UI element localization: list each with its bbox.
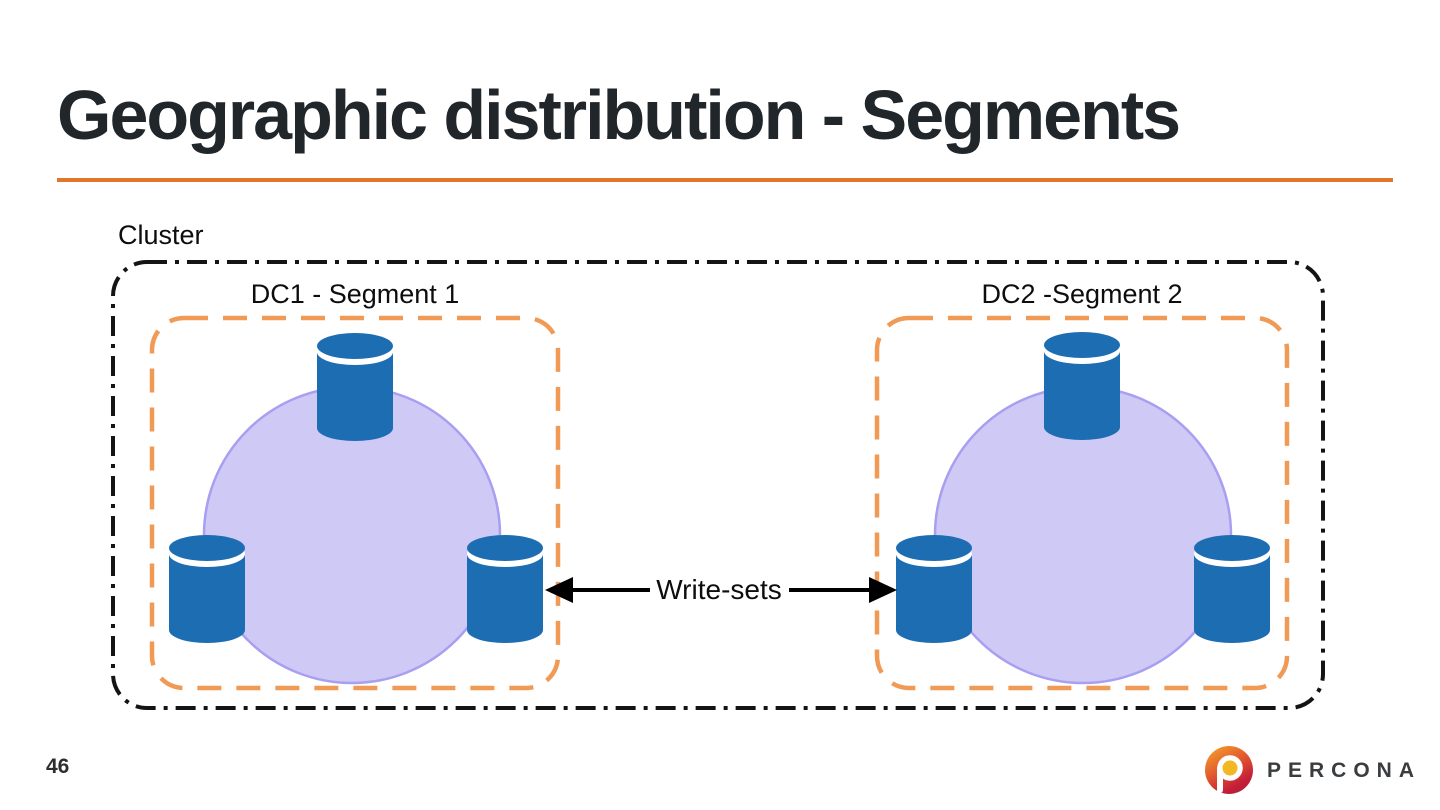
write-sets-label-background xyxy=(650,571,789,609)
page-number: 46 xyxy=(46,755,70,778)
cluster-border xyxy=(111,260,1325,710)
arrowhead-left-icon xyxy=(545,577,573,603)
arrowhead-right-icon xyxy=(869,577,897,603)
write-sets-label: Write-sets xyxy=(656,574,782,605)
segment-dc2-border xyxy=(874,315,1290,691)
segment-dc2-label: DC2 -Segment 2 xyxy=(981,279,1182,309)
db-node-icon xyxy=(467,535,543,643)
db-node-icon xyxy=(317,333,393,441)
percona-logo: PERCONA xyxy=(1204,745,1421,797)
db-node-icon xyxy=(1194,535,1270,643)
db-node-icon xyxy=(896,535,972,643)
db-node-icon xyxy=(169,535,245,643)
segment-dc1-border xyxy=(149,315,561,691)
segment-dc2: DC2 -Segment 2 xyxy=(874,279,1290,691)
percona-logo-icon xyxy=(1205,746,1253,794)
segment-dc1-label: DC1 - Segment 1 xyxy=(251,279,460,309)
db-node-icon xyxy=(1044,332,1120,440)
segment-dc1: DC1 - Segment 1 xyxy=(149,279,561,691)
slide-title: Geographic distribution - Segments xyxy=(57,76,1181,154)
percona-logo-text: PERCONA xyxy=(1267,759,1422,782)
title-underline xyxy=(57,178,1393,182)
cluster-label: Cluster xyxy=(118,220,204,250)
write-sets-arrow: Write-sets xyxy=(545,571,897,609)
